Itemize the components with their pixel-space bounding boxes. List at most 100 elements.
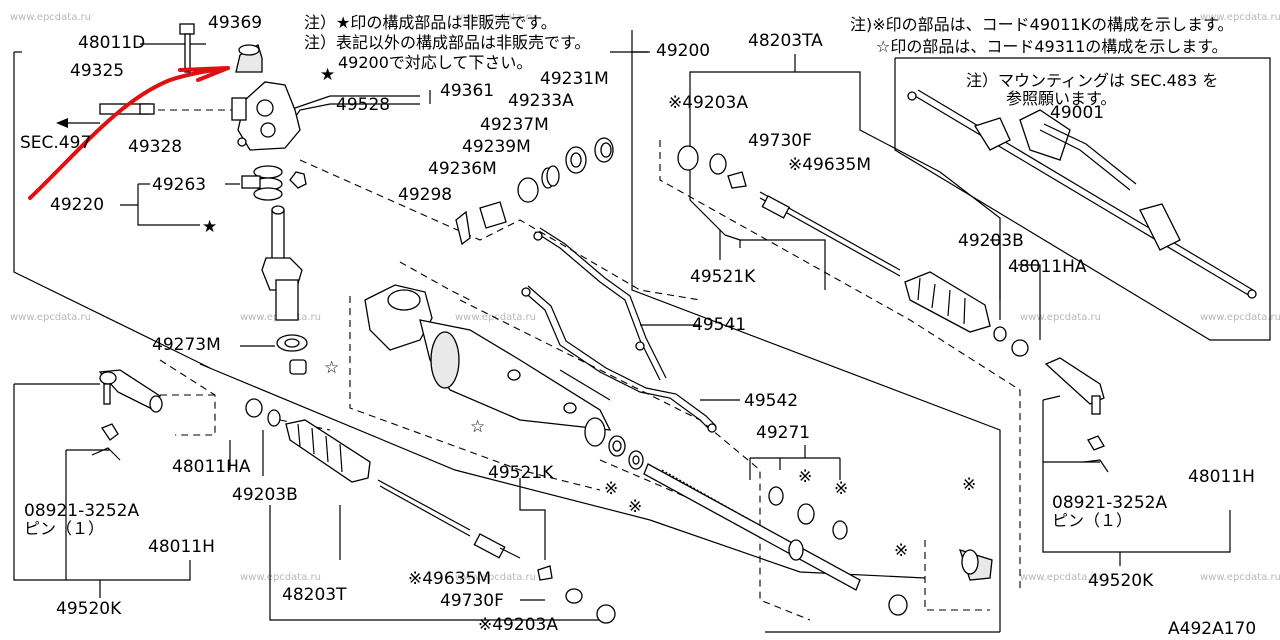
label-49203b-left: 49203B xyxy=(232,485,298,505)
label-49520k-left: 49520K xyxy=(56,599,122,619)
label-49203b-right: 49203B xyxy=(958,231,1024,251)
rack-bar xyxy=(643,463,861,591)
bushing-left-small xyxy=(289,359,307,375)
clamp-right xyxy=(993,326,1029,357)
label-49520k-right: 49520K xyxy=(1088,571,1154,591)
note-right-1: 注)※印の部品は、コード49011Kの構成を示します。 xyxy=(850,15,1233,34)
label-08921-left: 08921-3252A xyxy=(24,501,139,521)
label-49236m: 49236M xyxy=(428,159,497,179)
star-mark: ★ xyxy=(320,65,335,85)
watermark-text: www.epcdata.ru xyxy=(1200,312,1280,323)
rack-assembly-49001 xyxy=(907,89,1257,299)
label-49325: 49325 xyxy=(70,61,124,81)
label-49635m-bottom: ※49635M xyxy=(408,569,491,589)
note-left-1: 注）★印の構成部品は非販売です。 xyxy=(304,13,557,32)
label-48011ha-left: 48011HA xyxy=(172,457,251,477)
ref-mark: ※ xyxy=(798,467,812,487)
nut-48011ha-left xyxy=(245,398,263,418)
clamp-49203b-left xyxy=(267,409,281,427)
label-49273m: 49273M xyxy=(152,335,221,355)
star-mark: ★ xyxy=(202,217,217,237)
parts-bottom-small xyxy=(537,565,616,624)
rack-seals xyxy=(608,435,644,470)
watermark-text: www.epcdata.ru xyxy=(1020,312,1101,323)
washer-49273m xyxy=(276,334,308,352)
label-49233a: 49233A xyxy=(508,91,574,111)
bush-49236m xyxy=(479,201,507,229)
frame-lines xyxy=(13,30,1271,633)
inner-rod-right xyxy=(759,191,901,277)
rings-49271 xyxy=(768,486,848,540)
note-right-2: ☆印の部品は、コード49311の構成を示します。 xyxy=(876,37,1228,56)
watermark-text: www.epcdata.ru xyxy=(455,572,536,583)
label-49237m: 49237M xyxy=(480,115,549,135)
gear-housing xyxy=(364,284,612,447)
ref-mark: ※ xyxy=(628,497,642,517)
tie-rod-end-left xyxy=(98,369,163,413)
diagram-code: A492A170 xyxy=(1168,619,1256,639)
lock-49635m-top xyxy=(727,171,747,189)
pinion-housing xyxy=(231,81,301,151)
pipe-49542 xyxy=(521,285,717,433)
label-49220: 49220 xyxy=(50,195,104,215)
label-49001: 49001 xyxy=(1050,103,1104,123)
watermark-text: www.epcdata.ru xyxy=(1200,572,1280,583)
label-pin-right: ピン（１） xyxy=(1052,511,1132,530)
label-48011ha-right: 48011HA xyxy=(1008,257,1087,277)
inner-rod-left xyxy=(377,479,521,559)
labels: 49369 48011D 49325 SEC.497 49328 49361 4… xyxy=(20,13,1256,639)
label-49239m: 49239M xyxy=(462,137,531,157)
note-mount-2: 参照願います。 xyxy=(1006,89,1116,108)
plug-49231m xyxy=(594,137,614,163)
watermark-text: www.epcdata.ru xyxy=(10,12,91,23)
label-pin-left: ピン（１） xyxy=(24,519,104,538)
watermark-text: www.epcdata.ru xyxy=(455,12,536,23)
boot-left xyxy=(285,419,371,483)
label-48203t: 48203T xyxy=(282,585,347,605)
label-49528: 49528 xyxy=(336,95,390,115)
ref-mark: ※ xyxy=(894,541,908,561)
ref-mark: ※ xyxy=(604,479,618,499)
label-49271: 49271 xyxy=(756,423,810,443)
seal-49263 xyxy=(241,165,283,201)
seal-49298 xyxy=(455,210,471,246)
dust-cap-49369 xyxy=(235,44,263,73)
label-49369: 49369 xyxy=(208,13,262,33)
label-48011h-left: 48011H xyxy=(148,537,215,557)
label-08921-right: 08921-3252A xyxy=(1052,493,1167,513)
watermark-text: www.epcdata.ru xyxy=(10,312,91,323)
pinion-shaft-49220 xyxy=(261,205,303,321)
label-48011h-right: 48011H xyxy=(1188,467,1255,487)
pipe-49541 xyxy=(533,227,667,381)
label-sec497: SEC.497 xyxy=(20,133,91,153)
label-49263: 49263 xyxy=(152,175,206,195)
bushing-bottom xyxy=(888,549,993,616)
label-49328: 49328 xyxy=(128,137,182,157)
white-star-mark: ☆ xyxy=(470,417,485,437)
notes: 注）★印の構成部品は非販売です。 注）表記以外の構成部品は非販売です。 4920… xyxy=(304,13,1233,108)
pin-left xyxy=(91,447,121,461)
tie-rod-end-right xyxy=(1044,357,1109,473)
spring-49237m xyxy=(541,165,560,189)
ref-mark: ※ xyxy=(962,475,976,495)
label-48011d: 48011D xyxy=(78,33,145,53)
label-49203a-top: ※49203A xyxy=(668,93,748,113)
label-49521k-bottom: 49521K xyxy=(488,463,554,483)
label-49730f-top: 49730F xyxy=(748,131,812,151)
note-left-2: 注）表記以外の構成部品は非販売です。 xyxy=(304,33,590,52)
nut-49528 xyxy=(289,171,307,189)
watermark-text: www.epcdata.ru xyxy=(1200,12,1280,23)
label-49541: 49541 xyxy=(692,315,746,335)
boot-right xyxy=(904,271,991,333)
washer-49239m xyxy=(517,177,539,203)
note-left-3: 49200で対応して下さい。 xyxy=(338,53,532,72)
nut-left xyxy=(101,423,119,441)
label-49298: 49298 xyxy=(398,185,452,205)
clamp-49203a-top xyxy=(677,145,727,175)
note-mount-1: 注）マウンティングは SEC.483 を xyxy=(966,71,1218,90)
label-49231m: 49231M xyxy=(540,69,609,89)
symbol-marks: ★ ★ ☆ ☆ ※ ※ ※ ※ ※ ※ xyxy=(202,65,976,561)
label-49730f-bottom: 49730F xyxy=(440,591,504,611)
label-49361: 49361 xyxy=(440,81,494,101)
label-49521k-top: 49521K xyxy=(690,267,756,287)
